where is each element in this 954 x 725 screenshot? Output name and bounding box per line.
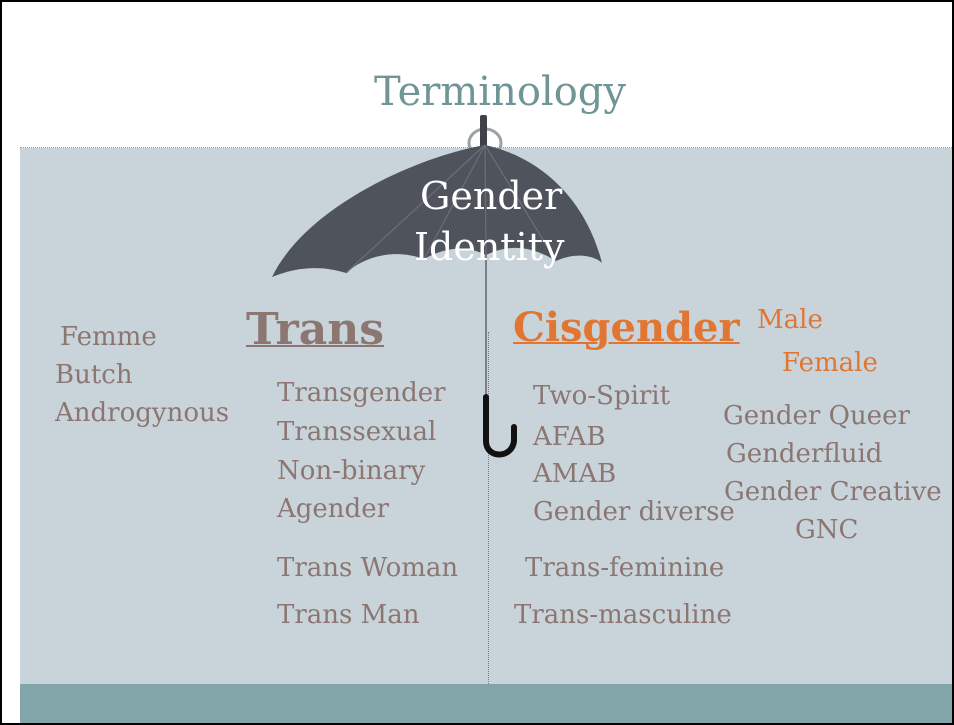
term-transsexual: Transsexual: [277, 417, 437, 447]
term-amab: AMAB: [533, 459, 617, 489]
footer-bar: [20, 684, 952, 723]
term-gender-creative: Gender Creative: [724, 477, 942, 507]
term-female: Female: [782, 348, 878, 378]
slide-title: Terminology: [374, 69, 627, 115]
umbrella-label-line1: Gender: [420, 174, 563, 218]
term-afab: AFAB: [533, 422, 606, 452]
term-trans-feminine: Trans-feminine: [525, 553, 725, 583]
term-gender-queer: Gender Queer: [723, 401, 910, 431]
umbrella-label-line2: Identity: [414, 225, 565, 269]
term-two-spirit: Two-Spirit: [533, 381, 671, 411]
term-gnc: GNC: [795, 515, 859, 545]
term-male: Male: [757, 305, 823, 335]
umbrella-handle: [483, 394, 517, 458]
umbrella-tip: [480, 115, 487, 149]
term-transgender: Transgender: [277, 378, 446, 408]
slide-header: [2, 2, 952, 148]
heading-cisgender: Cisgender: [513, 304, 740, 351]
term-agender: Agender: [277, 494, 390, 524]
center-divider: [488, 332, 489, 684]
term-gender-diverse: Gender diverse: [533, 497, 735, 527]
term-trans-woman: Trans Woman: [277, 553, 459, 583]
term-genderfluid: Genderfluid: [726, 439, 883, 469]
term-femme: Femme: [60, 322, 157, 352]
umbrella-ribs: [345, 144, 557, 274]
term-butch: Butch: [55, 360, 133, 390]
heading-trans: Trans: [246, 304, 384, 355]
term-trans-masculine: Trans-masculine: [514, 600, 732, 630]
umbrella-icon: [272, 115, 602, 458]
umbrella-canopy: [272, 145, 602, 277]
term-androgynous: Androgynous: [55, 398, 230, 428]
term-trans-man: Trans Man: [277, 600, 420, 630]
term-non-binary: Non-binary: [277, 456, 426, 486]
